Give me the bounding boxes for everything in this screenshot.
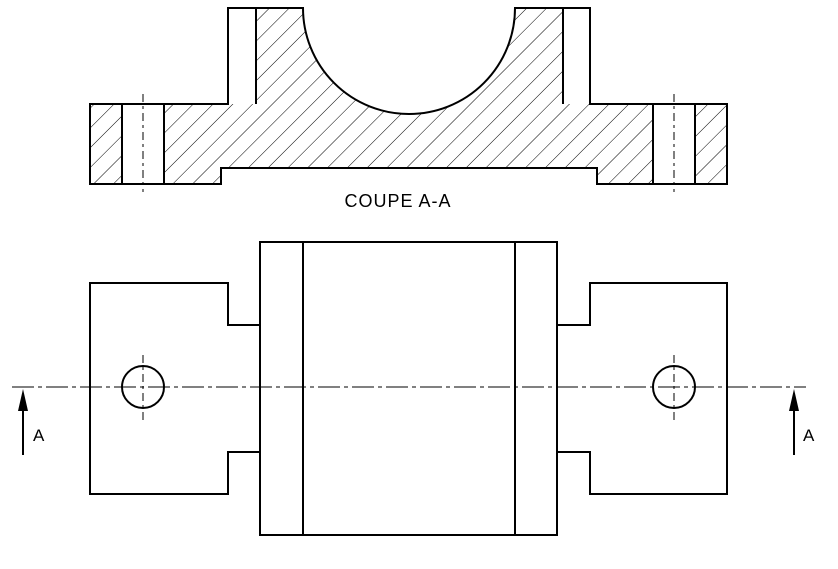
right-arrow-head — [789, 389, 799, 411]
right-boss-rim — [563, 8, 591, 104]
section-hatch — [90, 8, 727, 184]
right-section-arrow: A — [789, 389, 815, 455]
section-outline — [89, 7, 728, 185]
left-arrow-head — [18, 389, 28, 411]
top-view-outline — [89, 241, 728, 536]
top-view — [12, 241, 806, 536]
left-section-arrow: A — [18, 389, 45, 455]
section-caption: COUPE A-A — [344, 191, 451, 211]
section-view: COUPE A-A — [89, 7, 728, 211]
right-arrow-label: A — [803, 426, 815, 445]
left-boss-rim — [228, 8, 256, 104]
left-arrow-label: A — [33, 426, 45, 445]
